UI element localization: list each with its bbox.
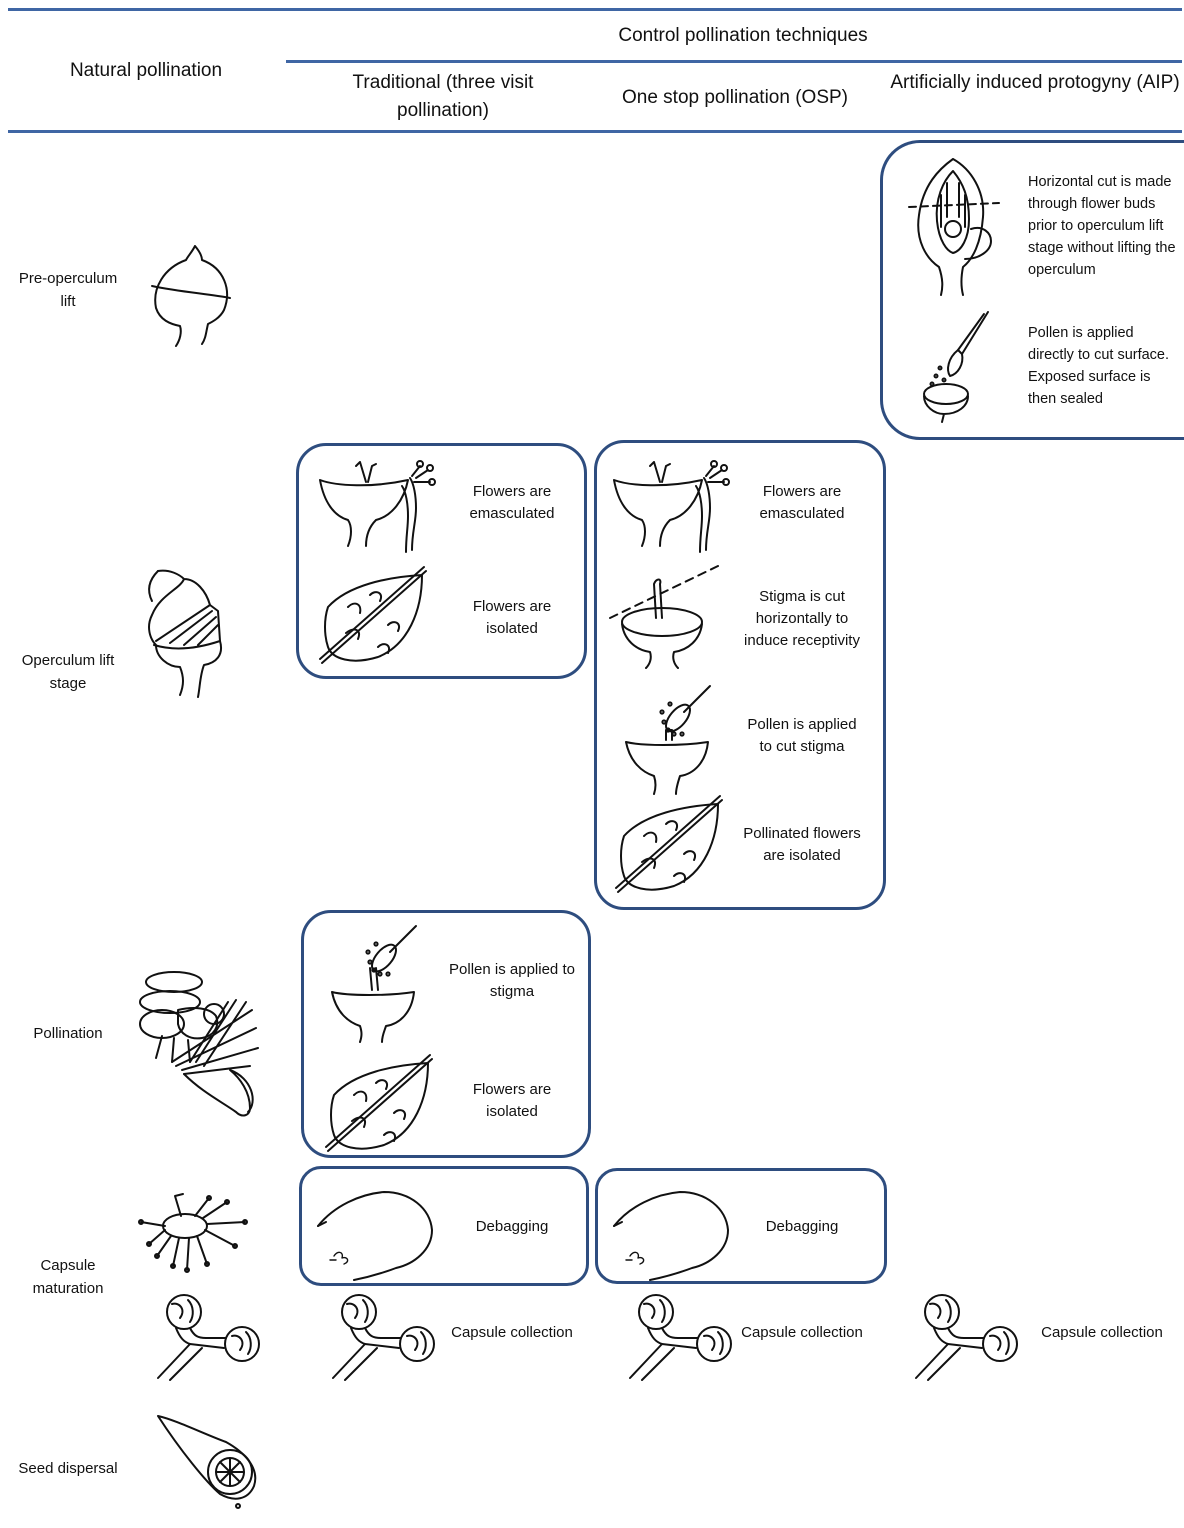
pollen-applied-cut-illustration [622,682,722,802]
header-control: Control pollination techniques [560,22,926,50]
trad-pollen-text: Pollen is applied to stigma [440,959,584,1003]
capsule-collection-label-osp: Capsule collection [730,1322,874,1344]
osp-debagging-text: Debagging [742,1216,862,1238]
row-label-operculum: Operculum lift stage [10,649,126,695]
trad-isolated-text: Flowers are isolated [452,596,572,640]
header-aip: Artificially induced protogyny (AIP) [890,69,1180,97]
aip-cut-text: Horizontal cut is made through flower bu… [1028,171,1180,281]
top-rule [8,8,1182,11]
pollen-applied-stigma-illustration [326,922,426,1044]
row-label-pre-operculum: Pre-operculum lift [10,267,126,313]
trad-debagging-text: Debagging [452,1216,572,1238]
row-label-pollination: Pollination [10,1022,126,1045]
stigma-cut-illustration [606,560,726,670]
aip-pollen-text: Pollen is applied directly to cut surfac… [1028,322,1180,410]
capsule-maturation-illustration [135,1186,265,1281]
row-label-capsule: Capsule maturation [10,1254,126,1300]
emasculation-illustration-osp [610,456,732,556]
osp-pollen-text: Pollen is applied to cut stigma [742,714,862,758]
row-label-seed: Seed dispersal [10,1457,126,1480]
capsule-collection-illustration-natural [150,1292,265,1382]
capsule-collection-illustration-osp [622,1292,737,1382]
capsule-collection-label-aip: Capsule collection [1030,1322,1174,1344]
osp-stigma-cut-text: Stigma is cut horizontally to induce rec… [734,586,870,652]
emasculation-illustration-trad [316,456,438,556]
control-rule [286,60,1182,63]
isolation-bag-illustration-osp [614,796,726,896]
capsule-collection-illustration-trad [325,1292,440,1382]
debagging-illustration-trad [314,1186,438,1282]
aip-bud-cut-illustration [905,155,1005,300]
debagging-illustration-osp [610,1186,734,1282]
trad-emasculated-text: Flowers are emasculated [452,481,572,525]
osp-isolated-text: Pollinated flowers are isolated [732,823,872,867]
header-osp: One stop pollination (OSP) [604,84,866,112]
isolation-bag-illustration-trad1 [318,567,430,667]
aip-pollen-brush-illustration [918,310,998,425]
trad-isolated-text-2: Flowers are isolated [452,1079,572,1123]
capsule-collection-label-trad: Capsule collection [440,1322,584,1344]
seed-dispersal-illustration [150,1410,270,1510]
header-bottom-rule [8,130,1182,133]
capsule-collection-illustration-aip [908,1292,1023,1382]
header-traditional: Traditional (three visit pollination) [318,69,568,125]
bee-pollination-illustration [132,962,272,1122]
header-natural: Natural pollination [36,57,256,85]
osp-emasculated-text: Flowers are emasculated [742,481,862,525]
isolation-bag-illustration-trad2 [324,1055,436,1155]
bud-illustration [140,240,240,355]
operculum-lift-illustration [140,565,240,705]
